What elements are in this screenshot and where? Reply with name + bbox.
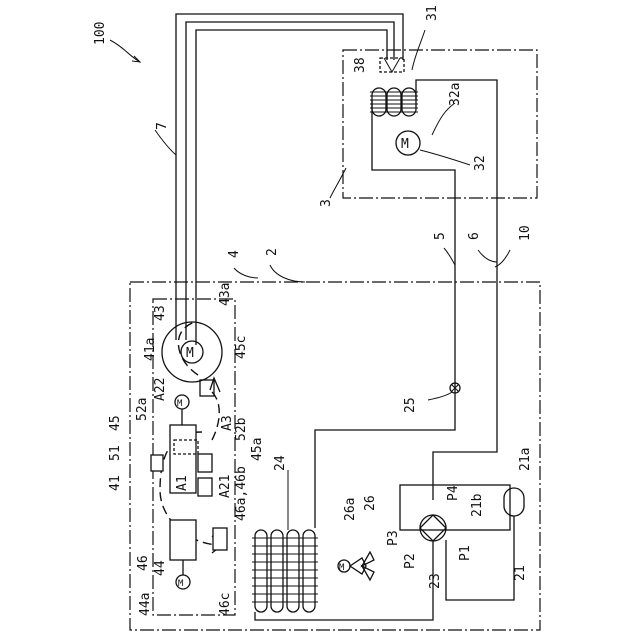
label-fan-26: 26 bbox=[363, 495, 378, 511]
label-indoor-hx: 31 bbox=[425, 5, 440, 21]
label-outdoor-unit: 2 bbox=[265, 248, 280, 256]
airflow-right bbox=[210, 390, 219, 440]
four-way-valve-icon bbox=[420, 515, 446, 541]
label-port-a1: A1 bbox=[175, 475, 190, 491]
label-acc-pipe: 21b bbox=[470, 493, 485, 517]
pipe-bundle bbox=[176, 14, 404, 345]
motor-glyph: M bbox=[401, 137, 409, 152]
label-compressor: 21 bbox=[513, 565, 528, 581]
label-indoor-unit: 3 bbox=[319, 199, 334, 207]
accumulator-icon bbox=[504, 488, 524, 516]
label-gas-pipe: 6 bbox=[467, 232, 482, 240]
component-44 bbox=[170, 520, 196, 560]
svg-text:M: M bbox=[178, 579, 184, 589]
svg-text:M: M bbox=[339, 563, 345, 573]
label-port-45c: 45c bbox=[234, 336, 249, 359]
label-port-a21: A21 bbox=[218, 475, 233, 498]
label-part-52b: 52b bbox=[234, 417, 249, 441]
label-part-41: 41 bbox=[108, 475, 123, 491]
label-port-p3: P3 bbox=[386, 530, 401, 546]
label-port-p4: P4 bbox=[446, 485, 461, 501]
label-sensor-38: 38 bbox=[353, 57, 368, 73]
label-parts-46: 46a,46b bbox=[234, 466, 249, 521]
label-part-46: 46 bbox=[136, 555, 151, 571]
label-port-a3: A3 bbox=[220, 415, 235, 431]
label-four-way-valve: 23 bbox=[428, 573, 443, 589]
label-accumulator: 21a bbox=[518, 448, 533, 471]
svg-text:M: M bbox=[177, 399, 183, 409]
label-ref-circuit: 10 bbox=[518, 225, 533, 241]
label-part-45a: 45a bbox=[250, 438, 265, 461]
fan-blade-icon bbox=[350, 558, 366, 574]
component-a21 bbox=[198, 478, 212, 496]
svg-text:M: M bbox=[186, 346, 194, 361]
compressor-pipe bbox=[446, 516, 514, 600]
outdoor-hx-return-pipe bbox=[255, 540, 433, 620]
label-system: 100 bbox=[93, 22, 108, 45]
label-part-44a: 44a bbox=[138, 593, 153, 616]
label-part-46c: 46c bbox=[218, 593, 233, 616]
label-outdoor-hx: 24 bbox=[273, 455, 288, 471]
label-part-45: 45 bbox=[108, 415, 123, 431]
label-fan-motor-26a: 26a bbox=[343, 498, 358, 521]
outdoor-heat-exchanger bbox=[252, 530, 318, 612]
indoor-heat-exchanger bbox=[370, 88, 418, 116]
label-port-a22: A22 bbox=[153, 378, 168, 401]
component-45 bbox=[151, 455, 163, 471]
label-port-p1: P1 bbox=[458, 545, 473, 561]
label-expansion-valve: 25 bbox=[403, 397, 418, 413]
label-part-44: 44 bbox=[153, 560, 168, 576]
label-port-p2: P2 bbox=[403, 553, 418, 569]
label-casing-43a: 43a bbox=[218, 283, 233, 306]
label-part-52a: 52a bbox=[135, 398, 150, 421]
liquid-pipe bbox=[300, 100, 455, 528]
label-indoor-fan: 32 bbox=[473, 155, 488, 171]
label-pipe-bundle: 7 bbox=[155, 122, 170, 130]
component-52b bbox=[198, 454, 212, 472]
label-duct-box: 4 bbox=[227, 250, 242, 258]
label-fan-43: 43 bbox=[153, 305, 168, 321]
label-part-51: 51 bbox=[108, 445, 123, 461]
gas-pipe bbox=[416, 80, 497, 500]
sensor-38 bbox=[380, 58, 404, 72]
label-motor-41a: 41a bbox=[143, 338, 158, 361]
component-46c bbox=[213, 528, 227, 550]
label-liquid-pipe: 5 bbox=[433, 232, 448, 240]
label-indoor-fan-motor: 32a bbox=[448, 83, 463, 106]
reference-labels: 100 7 3 2 4 10 5 6 31 38 32a 32 43 43a 4… bbox=[93, 5, 533, 616]
